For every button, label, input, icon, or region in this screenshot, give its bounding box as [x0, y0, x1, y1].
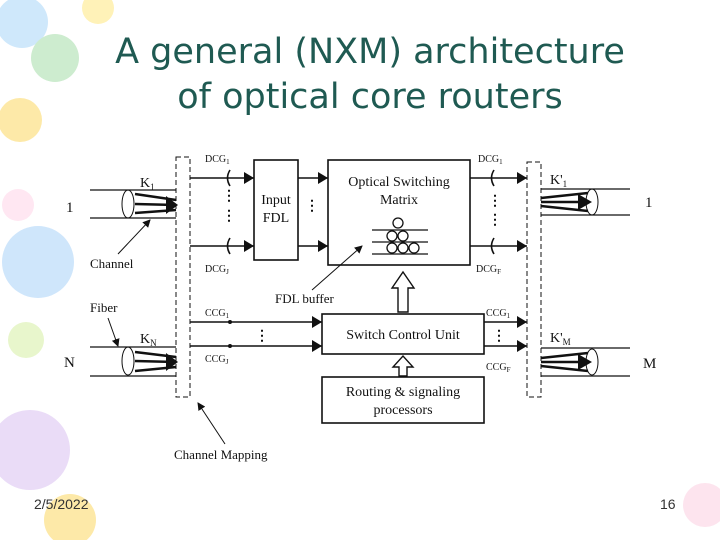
- ellipsis-dots: ⋮: [488, 194, 502, 209]
- scu-label: Switch Control Unit: [346, 328, 460, 343]
- input-label-1: 1: [66, 200, 74, 216]
- ellipsis-dots: ⋮: [488, 213, 502, 228]
- ellipsis-dots: ⋮: [222, 189, 236, 204]
- balloon-decoration: [0, 0, 48, 48]
- dcg-out-bottom-label: DCGF: [476, 264, 501, 276]
- balloon-decoration: [31, 34, 79, 82]
- star-decoration: [82, 0, 114, 24]
- output-label-1: 1: [645, 195, 653, 211]
- scu-to-matrix-arrow: [390, 270, 416, 313]
- fdl-buffer-label: FDL buffer: [275, 291, 335, 306]
- slide-date: 2/5/2022: [34, 496, 89, 512]
- channel-mapping-pointer: [197, 402, 226, 445]
- ccg-out-bottom-label: CCGF: [486, 362, 511, 374]
- fdl-buffer-pointer: [311, 245, 363, 291]
- ccg-out-top-label: CCG1: [486, 308, 511, 320]
- slide-title-line2: of optical core routers: [177, 77, 563, 117]
- input-fdl-line2: FDL: [263, 211, 289, 226]
- dcg-out-top-label: DCG1: [478, 154, 503, 166]
- input-fdl-line1: Input: [261, 193, 291, 208]
- optical-switching-matrix-box: [327, 159, 471, 266]
- fdl-buffer-loops: [372, 217, 428, 255]
- balloon-decoration: [0, 410, 70, 490]
- output-fiber-1: [540, 188, 630, 216]
- dcg-in-bottom-label: DCGJ: [205, 264, 229, 276]
- dcg-in-top-label: DCG1: [205, 154, 230, 166]
- input-fdl-box: [253, 159, 299, 261]
- k1-out-label: K'1: [550, 173, 567, 189]
- osm-line1: Optical Switching: [348, 175, 450, 190]
- routing-signaling-box: [321, 376, 485, 424]
- rsp-line1: Routing & signaling: [346, 385, 460, 400]
- balloon-decoration: [2, 226, 74, 298]
- ellipsis-dots: ⋮: [222, 209, 236, 224]
- ellipsis-dots: ⋮: [305, 199, 319, 214]
- balloon-decoration: [8, 322, 44, 358]
- fiber-pointer: [107, 317, 120, 347]
- fiber-label: Fiber: [90, 300, 118, 315]
- balloon-decoration: [2, 189, 34, 221]
- output-fiber-m: [540, 347, 630, 377]
- osm-line2: Matrix: [380, 193, 418, 208]
- slide-title-line1: A general (NXM) architecture: [115, 32, 625, 72]
- input-dcg-lines: [190, 169, 254, 255]
- balloon-decoration: [44, 494, 96, 540]
- ccg-in-bottom-label: CCGJ: [205, 354, 229, 366]
- input-fiber-1: [90, 189, 178, 219]
- balloon-decoration: [683, 483, 720, 527]
- channel-pointer: [117, 219, 151, 255]
- input-label-n: N: [64, 355, 75, 371]
- kn-label: KN: [140, 332, 157, 348]
- input-mapping-column: [175, 156, 191, 398]
- channel-label: Channel: [90, 256, 134, 271]
- ellipsis-dots: ⋮: [492, 329, 506, 344]
- rsp-line2: processors: [373, 403, 432, 418]
- km-out-label: K'M: [550, 331, 571, 347]
- input-fiber-n: [90, 346, 178, 377]
- ccg-in-top-label: CCG1: [205, 308, 230, 320]
- balloon-decoration: [0, 98, 42, 142]
- slide-number: 16: [660, 496, 676, 512]
- ellipsis-dots: ⋮: [255, 329, 269, 344]
- output-label-m: M: [643, 356, 656, 372]
- output-mapping-column: [526, 161, 542, 398]
- rsp-to-scu-arrow: [391, 354, 415, 377]
- k1-label: K1: [140, 176, 155, 192]
- channel-mapping-label: Channel Mapping: [174, 447, 268, 462]
- switch-control-unit-box: [321, 313, 485, 355]
